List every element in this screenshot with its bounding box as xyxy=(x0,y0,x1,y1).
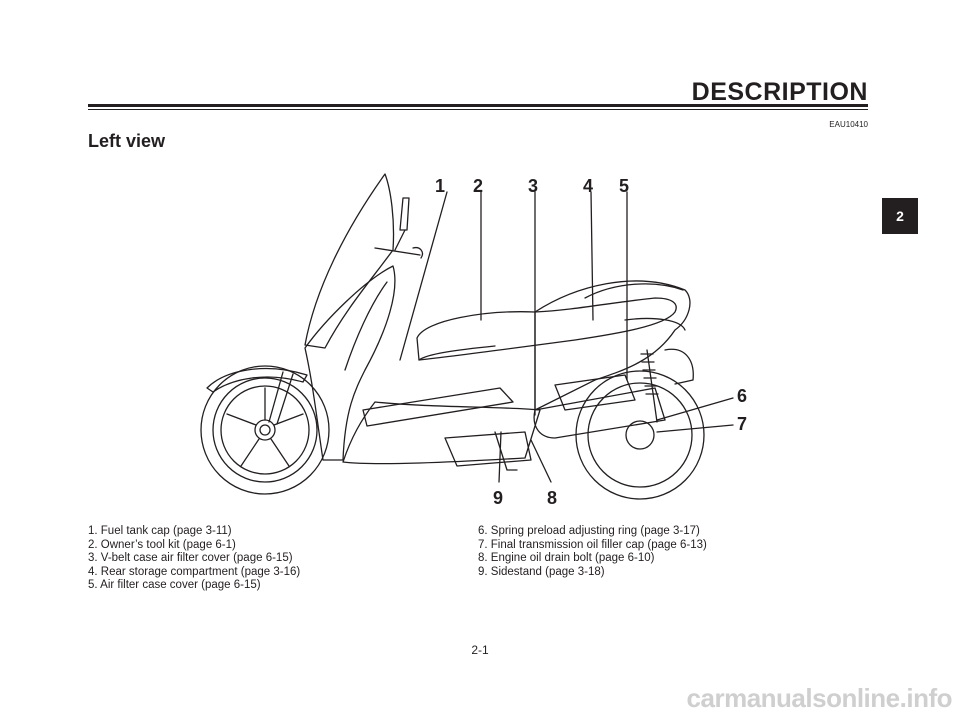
chapter-tab: 2 xyxy=(882,198,918,234)
callout-2: 2 xyxy=(473,176,483,196)
header-rule-thin xyxy=(88,109,868,110)
legend-item: 9. Sidestand (page 3-18) xyxy=(478,565,605,578)
legend-left: 1. Fuel tank cap (page 3-11) 2. Owner’s … xyxy=(88,525,300,593)
legend-item: 4. Rear storage compartment (page 3-16) xyxy=(88,565,301,578)
callout-1: 1 xyxy=(435,176,445,196)
header-title: DESCRIPTION xyxy=(691,78,868,106)
callout-7: 7 xyxy=(737,414,747,434)
section-title: Left view xyxy=(88,131,166,151)
scooter-figure: 1 2 3 4 5 6 7 8 9 xyxy=(195,170,765,515)
header-rule-thick xyxy=(88,104,868,107)
front-wheel xyxy=(200,365,330,495)
page-number: 2-1 xyxy=(471,643,489,657)
legend-item: 8. Engine oil drain bolt (page 6-10) xyxy=(478,552,655,564)
callout-4: 4 xyxy=(583,176,593,196)
legend-item: 1. Fuel tank cap (page 3-11) xyxy=(88,525,232,537)
callout-3: 3 xyxy=(528,176,538,196)
document-code: EAU10410 xyxy=(829,120,868,129)
rear-wheel xyxy=(575,370,705,500)
legend-item: 7. Final transmission oil filler cap (pa… xyxy=(478,538,707,551)
legend-item: 5. Air filter case cover (page 6-15) xyxy=(88,579,261,591)
legend-item: 3. V-belt case air filter cover (page 6-… xyxy=(88,552,293,564)
callout-6: 6 xyxy=(737,386,747,406)
callout-5: 5 xyxy=(619,176,629,196)
legend-right: 6. Spring preload adjusting ring (page 3… xyxy=(478,525,707,579)
legend-item: 6. Spring preload adjusting ring (page 3… xyxy=(478,525,700,537)
callout-8: 8 xyxy=(547,488,557,508)
watermark: carmanualsonline.info xyxy=(686,683,953,713)
legend-item: 2. Owner’s tool kit (page 6-1) xyxy=(88,538,236,551)
scooter-illustration: 1 2 3 4 5 6 7 8 9 xyxy=(200,173,747,508)
callout-9: 9 xyxy=(493,488,503,508)
